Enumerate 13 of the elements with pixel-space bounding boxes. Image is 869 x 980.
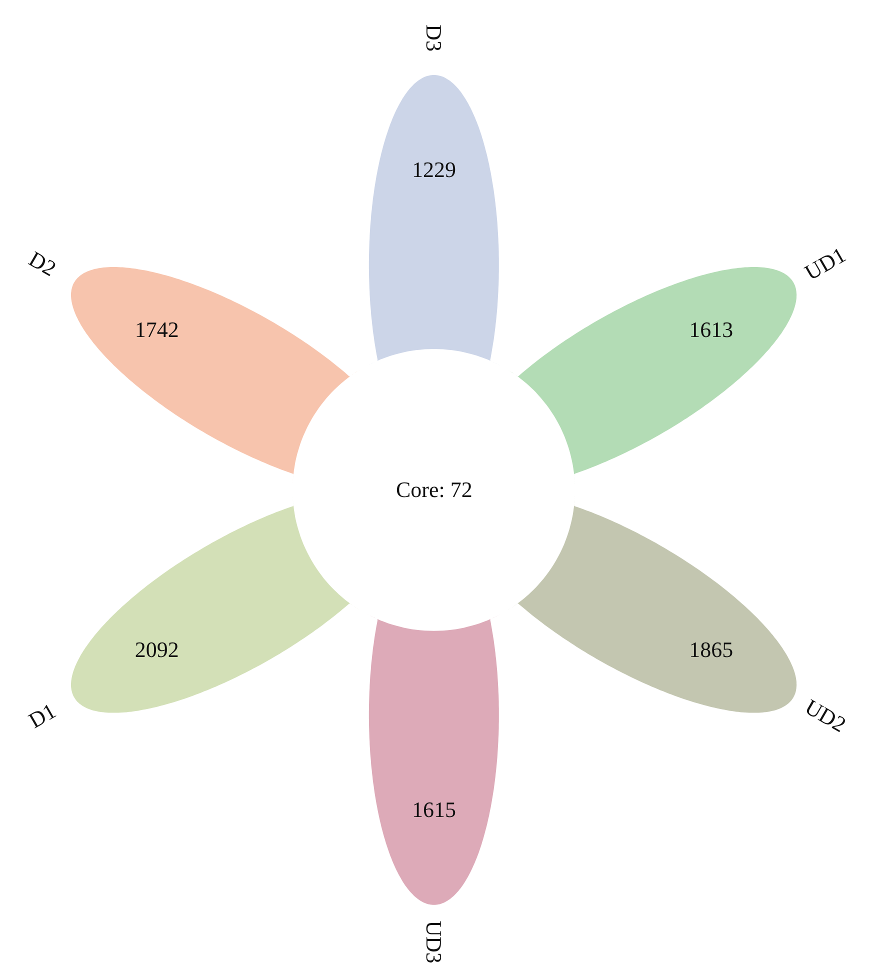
count-label: 1229 <box>412 157 456 183</box>
set-label: UD3 <box>420 920 447 964</box>
set-label: D1 <box>24 698 61 734</box>
count-label: 2092 <box>134 636 179 663</box>
set-label: UD2 <box>800 694 850 738</box>
count-label: 1865 <box>689 636 734 663</box>
count-label: 1613 <box>689 316 734 343</box>
set-label: D3 <box>420 24 447 52</box>
count-label: 1615 <box>412 796 456 823</box>
count-label: 1742 <box>134 316 179 343</box>
set-label: D2 <box>24 246 61 282</box>
core-count-label: Core: 72 <box>396 477 472 503</box>
set-label: UD1 <box>800 242 850 286</box>
